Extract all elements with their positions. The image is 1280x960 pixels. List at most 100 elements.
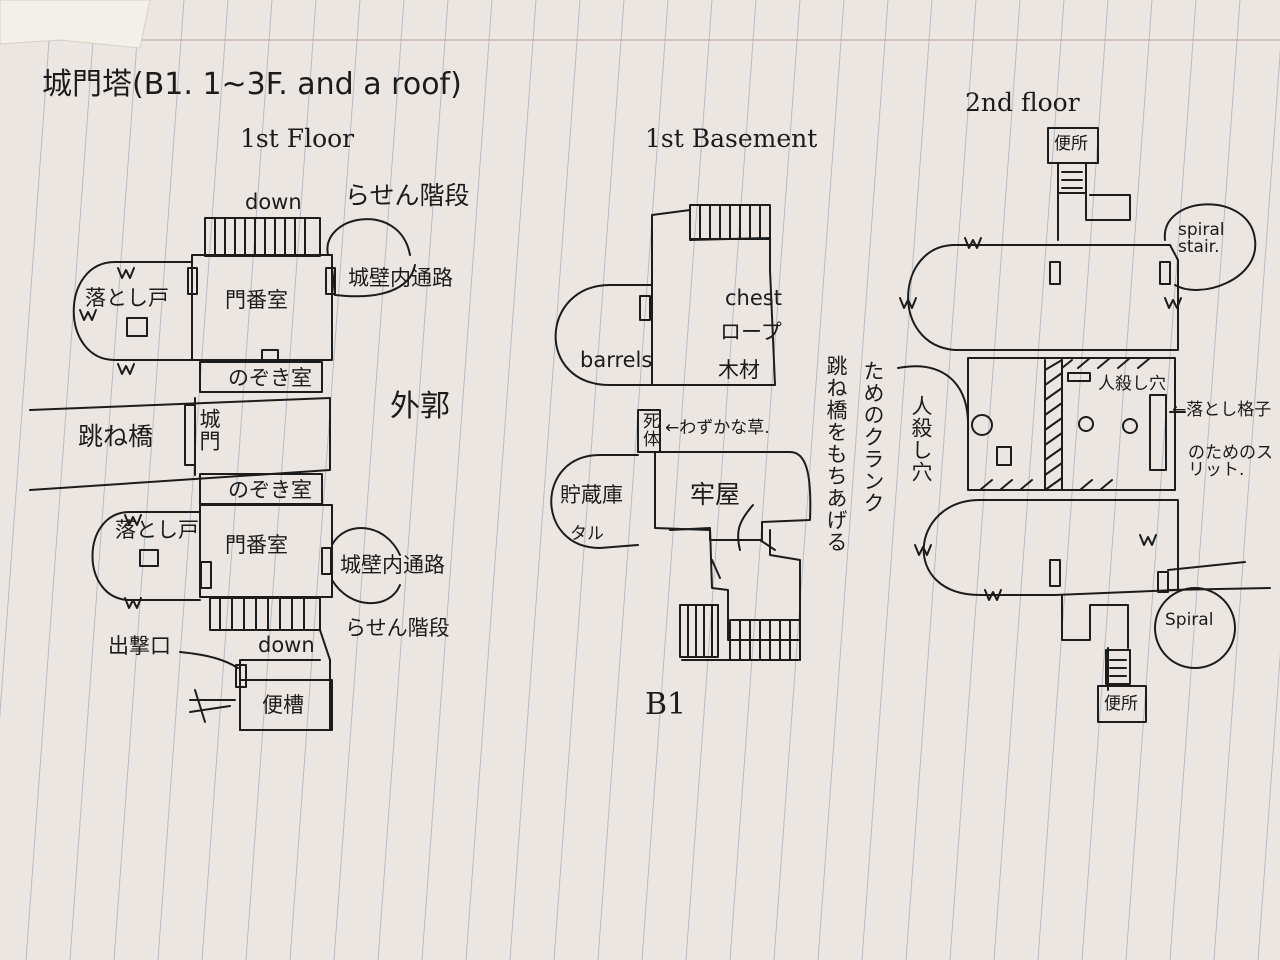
floor2-murder-hole-room [967, 357, 1176, 491]
window-marks [899, 237, 1182, 601]
door-marker [639, 295, 651, 321]
floor1-wall-passage-bottom: 城壁内通路 [340, 553, 445, 577]
basement-plan [550, 204, 812, 661]
floor2-wall-run [1167, 561, 1271, 591]
stair-treads [699, 204, 761, 240]
ruled-line [0, 0, 53, 721]
sally-port-hatch [189, 689, 236, 723]
floor1-drop-door-top: 落とし戸 [85, 286, 169, 310]
ruled-line [597, 0, 669, 960]
floor2-plan [897, 127, 1271, 723]
floor1-spiral-stair-bottom: らせん階段 [345, 616, 450, 640]
floor1-down-stair-bottom [209, 597, 321, 631]
floor2-spiral: Spiral [1165, 610, 1214, 630]
ruled-line [201, 0, 273, 960]
floor2-murder-hole-b [1122, 418, 1138, 434]
floor1-down-stair-top [204, 217, 321, 257]
ruled-line [465, 0, 537, 960]
basement-dividers [681, 539, 801, 661]
door-marker [1157, 571, 1169, 593]
basement-corpse: 死体 [639, 412, 659, 448]
basement-storage: 貯蔵庫 [560, 483, 623, 507]
floor1-peep-room-bottom: のぞき室 [228, 478, 312, 502]
door-marker [235, 664, 247, 688]
ruled-line [685, 0, 757, 960]
floor2-heading: 2nd floor [965, 88, 1080, 117]
floor2-toilet-top-shaft [1057, 162, 1087, 194]
ruled-line [1081, 0, 1153, 960]
door-marker [1049, 559, 1061, 587]
basement-rope: ロープ [720, 320, 782, 344]
ruled-line [1257, 651, 1280, 960]
stair-treads [1061, 171, 1083, 189]
floor2-toilet-bottom-shaft [1105, 649, 1131, 685]
floor2-murder-hole-left: 人殺し穴 [909, 395, 933, 483]
ruled-line [949, 0, 1021, 960]
floor2-divider-hatched [1044, 359, 1063, 491]
floor2-crank-arrow [897, 365, 970, 431]
floor1-wall-passage-bottom [331, 527, 401, 605]
ruled-line [289, 0, 361, 960]
floor2-portcullis-note2: のためのスリット. [1188, 443, 1273, 480]
window-marks [79, 267, 142, 609]
floor2-spiral-bottom [1154, 587, 1236, 669]
floor1-castle-gate: 城門 [197, 408, 221, 452]
floor2-spiral-stair: spiral stair. [1178, 220, 1225, 257]
floor1-sally-port: 出撃口 [108, 634, 171, 658]
floor1-peep-room-top: のぞき室 [228, 366, 312, 390]
basement-taru: タル [570, 524, 604, 544]
hatching [979, 357, 1151, 491]
floor1-spiral-stair-top [326, 218, 411, 256]
ruled-line [1037, 0, 1109, 960]
floor1-trapdoor-bottom [139, 549, 159, 567]
basement-prison: 牢屋 [690, 480, 741, 509]
floor1-outer-bailey: 外郭 [390, 389, 450, 424]
stair-treads [219, 597, 305, 631]
basement-storage [550, 454, 639, 549]
floor2-corridor-top [1057, 192, 1131, 241]
floor1-drop-door-room-bottom [91, 511, 201, 601]
door-marker [187, 267, 198, 295]
basement-lumber: 木材 [718, 358, 760, 382]
basement-label: B1 [645, 687, 687, 722]
stair-treads [1109, 659, 1127, 677]
floor1-latrine: 便槽 [262, 693, 304, 717]
floor1-drop-door-bottom: 落とし戸 [115, 518, 199, 542]
door-marker [200, 561, 212, 589]
ruled-line [861, 0, 933, 960]
floor2-portcullis-note1: ←落とし格子 [1172, 400, 1272, 420]
ruled-line [553, 0, 625, 960]
floor1-drawbridge-pit [184, 404, 196, 466]
floor2-east-room-top [1054, 244, 1179, 351]
ruled-line [641, 0, 713, 960]
ruled-line [817, 0, 889, 960]
stair-treads [687, 604, 713, 658]
floor1-drawbridge: 跳ね橋 [78, 422, 154, 451]
basement-barrels: barrels [580, 348, 653, 372]
floor2-toilet-bottom-box [1097, 685, 1147, 723]
floor2-east-room-bottom [1054, 499, 1179, 596]
ruled-line [25, 0, 97, 960]
floor1-gatehouse-room-bottom: 門番室 [225, 533, 288, 557]
ruled-line [1169, 0, 1241, 960]
floor2-spiral-stair [1163, 203, 1257, 291]
ruled-line [1213, 47, 1280, 960]
floor2-murder-hole-left [971, 414, 993, 436]
floor1-down-bottom: down [258, 633, 315, 657]
ruled-line [993, 0, 1065, 960]
floor1-spiral-stair-top: らせん階段 [345, 181, 470, 210]
ruled-line [377, 0, 449, 960]
floor1-gate-passage [29, 397, 331, 491]
basement-prison [637, 451, 812, 541]
basement-stair-lower-a [679, 604, 719, 658]
basement-barrel-room [554, 284, 653, 386]
door-marker [321, 547, 332, 575]
floor2-west-room-top [907, 244, 1056, 351]
basement-stair-lower [669, 527, 801, 641]
floor2-murder-hole-a [1078, 416, 1094, 432]
tape-piece [0, 0, 151, 49]
floor1-wall-passage-top [331, 264, 416, 298]
door-marker [1159, 261, 1171, 285]
floor1-gatehouse-room-top: 門番室 [225, 288, 288, 312]
